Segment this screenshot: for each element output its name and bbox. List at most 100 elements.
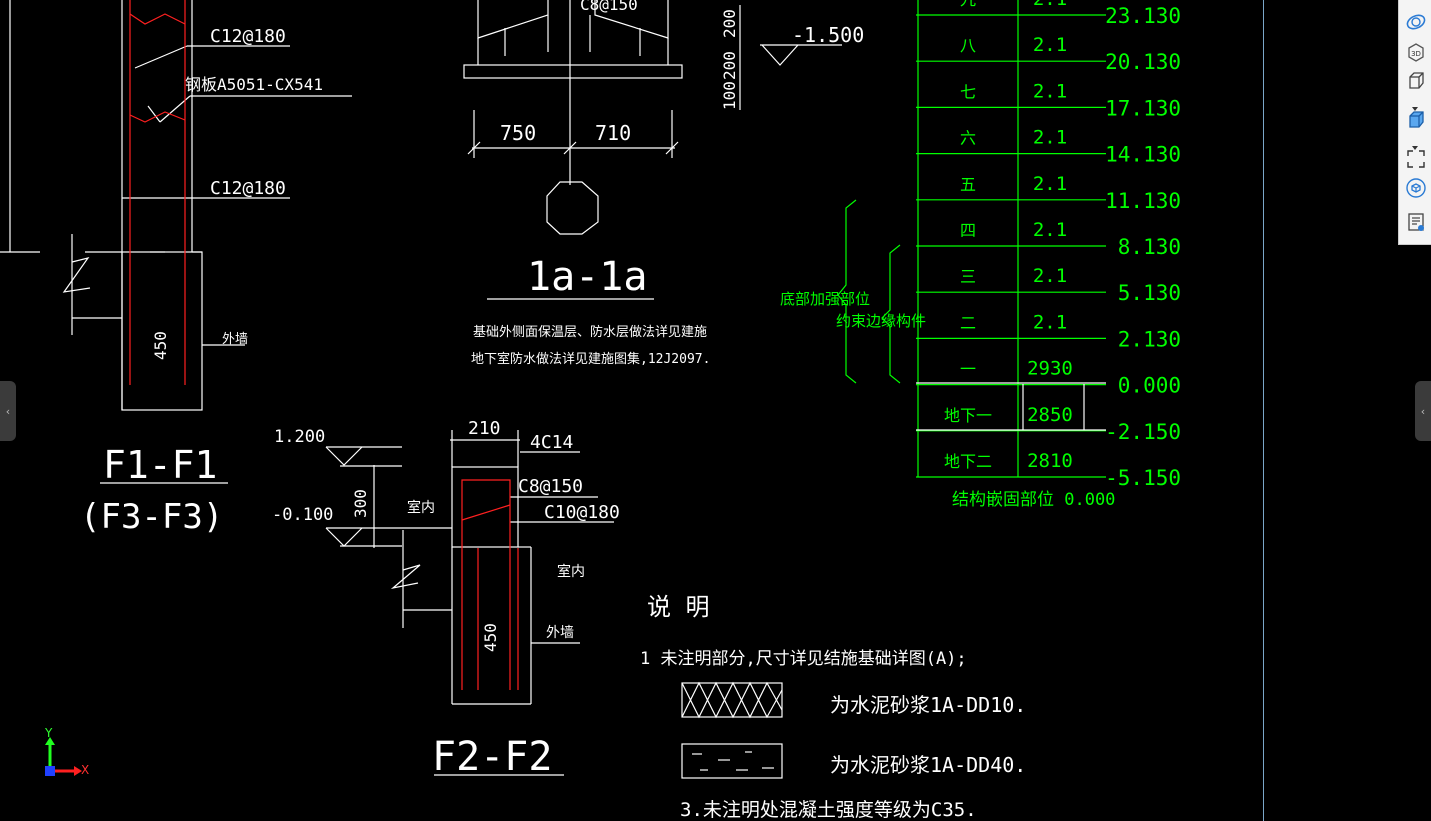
footing-outline: [121, 251, 203, 411]
table-cell-height: 2.1: [1033, 34, 1067, 56]
chevron-left-icon: ‹: [5, 404, 11, 418]
view-toolbar: 3D: [1398, 0, 1431, 245]
bracket-inner: [881, 244, 901, 384]
ucs-icon: [45, 737, 82, 776]
table-cell-floor: 六: [960, 129, 976, 148]
1a-dim-left: 750: [500, 121, 536, 145]
table-cell-floor: 三: [960, 267, 976, 286]
f2-inner-label: 室内: [407, 499, 435, 516]
zoom-extents-button[interactable]: [1403, 147, 1428, 171]
table-cell-floor: 七: [960, 82, 976, 101]
zoom-extents-icon: [1406, 150, 1425, 168]
table-cell-height: 2810: [1027, 450, 1073, 472]
f2-label-top-right: 4C14: [530, 432, 573, 453]
table-cell-floor: 四: [960, 221, 976, 240]
3d-view-label: 3D: [1411, 50, 1421, 58]
table-cell-height: 2.1: [1033, 173, 1067, 195]
f1-width-label: 450: [151, 331, 170, 360]
f1-bar-label-2: 钢板A5051-CX541: [185, 75, 323, 94]
f1-rebar: [129, 0, 186, 385]
f2-side-label-2: 外墙: [546, 625, 574, 641]
1a-dim-right: 710: [595, 121, 631, 145]
table-cell-height: 2.1: [1033, 311, 1067, 333]
properties-button[interactable]: [1403, 210, 1428, 234]
1a-note-line2: 地下室防水做法详见建施图集,12J2097.: [471, 351, 710, 367]
table-cell-height: 2.1: [1033, 80, 1067, 102]
viewport-boundary-line: [1263, 0, 1264, 821]
f2-rebar: [461, 479, 519, 690]
table-cell-height: 2930: [1027, 358, 1073, 380]
f2-bar-label-2: C10@180: [544, 502, 620, 523]
f2-elev-top: 1.200: [274, 427, 325, 447]
f2-dim-top: 210: [468, 418, 501, 439]
floor-table: 九2.123.130八2.120.130七2.117.130六2.114.130…: [837, 0, 1181, 490]
3d-view-icon: 3D: [1407, 43, 1424, 62]
table-cell-elevation: 0.000: [1118, 374, 1181, 398]
f2-title: F2-F2: [432, 734, 552, 780]
bracket-label-inner: 约束边缘构件: [836, 312, 926, 330]
table-cell-height: 2.1: [1033, 127, 1067, 149]
table-footer: 结构嵌固部位 0.000: [952, 490, 1115, 510]
legend-2-label: 为水泥砂浆1A-DD40.: [830, 753, 1026, 777]
notes-item-1: 1 未注明部分,尺寸详见结施基础详图(A);: [640, 649, 967, 669]
table-cell-elevation: 23.130: [1105, 4, 1181, 28]
left-panel-toggle[interactable]: ‹: [0, 381, 16, 441]
legend-hatch-dots: [681, 743, 783, 779]
view-cube-button[interactable]: [1403, 69, 1428, 93]
f1-title: F1-F1: [103, 443, 217, 487]
detail-f1: [0, 0, 352, 484]
f1-side-label: 外墙: [222, 332, 248, 347]
level-dim-1: 200: [720, 9, 739, 38]
f2-elev-bottom: -0.100: [272, 505, 333, 525]
table-cell-elevation: 5.130: [1118, 281, 1181, 305]
table-cell-floor: 九: [960, 0, 976, 9]
1a-title: 1a-1a: [527, 254, 647, 300]
table-cell-elevation: 14.130: [1105, 143, 1181, 167]
section-marker: [546, 181, 599, 235]
chevron-down-icon: [1412, 146, 1418, 150]
f1-bar-label-3: C12@180: [210, 178, 286, 199]
detail-f2: [325, 430, 614, 776]
footing-slab: [463, 64, 683, 79]
view-cube-icon: [1408, 72, 1424, 89]
table-cell-height: 2.1: [1033, 265, 1067, 287]
f2-bar-label-1: C8@150: [518, 476, 583, 497]
table-cell-elevation: 20.130: [1105, 50, 1181, 74]
detail-1a: [463, 0, 683, 300]
chevron-down-icon: [1412, 107, 1418, 111]
table-cell-floor: 八: [960, 36, 976, 55]
table-cell-height: 2.1: [1033, 219, 1067, 241]
properties-icon: [1407, 213, 1424, 231]
table-cell-elevation: 2.130: [1118, 327, 1181, 351]
1a-top-label: C8@150: [580, 0, 638, 14]
level-dim-3: 100: [720, 81, 739, 110]
f2-dim-side: 300: [351, 489, 370, 518]
model-button[interactable]: [1403, 176, 1428, 200]
table-cell-floor: 五: [960, 175, 976, 194]
3d-view-button[interactable]: 3D: [1403, 40, 1428, 64]
ucs-x-label: X: [81, 763, 90, 777]
notes-item-3: 3.未注明处混凝土强度等级为C35.: [680, 799, 977, 821]
f1-bar-label-1: C12@180: [210, 26, 286, 47]
right-panel-toggle[interactable]: ‹: [1415, 381, 1431, 441]
model-icon: [1405, 178, 1426, 198]
level-mark: [739, 5, 842, 110]
orbit-button[interactable]: [1403, 10, 1428, 34]
ucs-y-label: Y: [45, 726, 53, 740]
level-elev: -1.500: [792, 23, 864, 47]
table-cell-floor: 地下二: [944, 452, 992, 471]
table-cell-height: 2850: [1027, 404, 1073, 426]
shaded-view-dropdown[interactable]: [1411, 136, 1419, 150]
shaded-view-button[interactable]: [1403, 108, 1428, 132]
legend-hatch-cross: [681, 681, 783, 719]
orbit-icon: [1406, 14, 1425, 30]
shaded-cube-icon: [1408, 111, 1424, 128]
f2-width-label: 450: [481, 623, 500, 652]
table-cell-elevation: 8.130: [1118, 235, 1181, 259]
table-cell-elevation: -2.150: [1105, 420, 1181, 444]
notes-heading: 说 明: [647, 593, 709, 621]
view-cube-dropdown[interactable]: [1411, 97, 1419, 111]
table-cell-floor: 地下一: [944, 406, 992, 425]
legend-1-label: 为水泥砂浆1A-DD10.: [830, 693, 1026, 717]
